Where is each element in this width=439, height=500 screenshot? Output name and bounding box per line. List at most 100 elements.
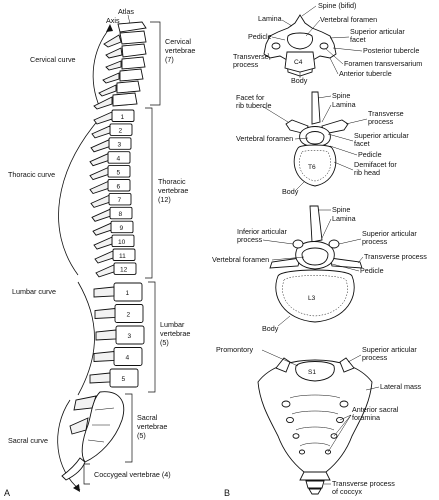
c4-spine-label: Spine (bifid)	[318, 1, 356, 10]
thoracic-spinous-process	[93, 236, 113, 250]
t6-foramen	[305, 131, 325, 145]
thoracic-spinous-process	[90, 139, 110, 153]
thoracic-spinous-process	[89, 153, 109, 167]
c4-superior-facet-label-1: Superior articular	[350, 27, 405, 36]
l3-spine	[309, 205, 323, 243]
l3-superior-articular-label-1: Superior articular	[362, 229, 417, 238]
l3-body-label: Body	[262, 324, 279, 333]
sacrum-superior-articular-label-2: process	[362, 353, 388, 362]
t6-body-text: T6	[308, 164, 316, 171]
cervical-curve-label: Cervical curve	[30, 55, 76, 64]
sacrum-anterior: S1	[257, 357, 373, 473]
c4-foramen-transversarium-label: Foramen transversarium	[344, 59, 422, 68]
thoracic-vertebra-number: 1	[121, 114, 125, 121]
sacrum-outline	[257, 359, 373, 473]
l3-body-text: L3	[308, 295, 316, 302]
sacral-region-name: Sacral	[137, 413, 158, 422]
t6-body-label: Body	[282, 187, 299, 196]
l3-body	[275, 269, 355, 323]
sacrum-lateral	[69, 391, 125, 463]
lumbar-spinous-process	[89, 372, 111, 384]
c4-body-text: C4	[294, 59, 303, 66]
l3-spine-label: Spine	[332, 205, 350, 214]
t6-spine	[311, 91, 321, 125]
t6-transverse-label-2: process	[368, 117, 394, 126]
lumbar-bracket	[148, 281, 156, 393]
lumbar-spinous-process	[94, 308, 116, 319]
thoracic-vertebra-number: 3	[118, 142, 122, 149]
sacrum-promontory-label: Promontory	[216, 345, 254, 354]
t6-facet-rib-label-2: rib tubercle	[236, 101, 272, 110]
l3-vertebral-foramen-label: Vertebral foramen	[212, 255, 269, 264]
sacral-bracket	[125, 393, 133, 463]
sacrum-s1-body	[295, 361, 335, 382]
c4-superior-facet-label-2: facet	[350, 35, 366, 44]
axis-label: Axis	[106, 16, 120, 25]
coccygeal-region-label: Coccygeal vertebrae (4)	[94, 470, 171, 479]
t6-superior-articular-label-2: facet	[354, 139, 370, 148]
sacrum-articular-right	[339, 357, 355, 373]
l3-foramen	[301, 247, 329, 266]
lumbar-region-count: (5)	[160, 338, 169, 347]
c4-lamina-label: Lamina	[258, 14, 282, 23]
c4-pedicle-label: Pedicle	[248, 32, 272, 41]
thoracic-vertebra-number: 9	[120, 225, 124, 232]
thoracic-curve-arrow	[58, 117, 101, 276]
sacrum-foramina-label-1: Anterior sacral	[352, 405, 399, 414]
c4-posterior-tubercle-label: Posterior tubercle	[363, 46, 419, 55]
sacral-region-count: (5)	[137, 431, 146, 440]
panel-label-a: A	[4, 488, 10, 498]
t6-pedicle-label: Pedicle	[358, 150, 382, 159]
thoracic-vertebra-number: 6	[117, 183, 121, 190]
lumbar-vertebra-number: 5	[122, 376, 126, 383]
t6-demifacet-label-2: rib head	[354, 168, 380, 177]
thoracic-vertebra-number: 12	[120, 267, 128, 274]
atlas-label: Atlas	[118, 7, 134, 16]
l3-pedicle-label: Pedicle	[360, 266, 384, 275]
l3-transverse-right	[329, 257, 363, 269]
lumbar-vertebra-number: 4	[126, 355, 130, 362]
sacral-curve-arrow	[57, 399, 81, 491]
t6-transverse-label-1: Transverse	[368, 109, 404, 118]
l3-inferior-articular	[292, 239, 304, 249]
cervical-bracket	[150, 21, 161, 106]
thoracic-spinous-process	[89, 180, 109, 195]
t6-vertebra: T6 Facet for rib tubercle Spine Lamina T…	[236, 91, 409, 196]
c4-foramen-transversarium-left	[271, 42, 281, 50]
coccyx-lateral	[61, 457, 86, 481]
lumbar-spinous-process	[93, 351, 115, 362]
lumbar-vertebra-number: 2	[127, 312, 131, 319]
sacrum-lateral-mass-label: Lateral mass	[380, 382, 422, 391]
thoracic-vertebra-number: 8	[119, 211, 123, 218]
l3-inferior-articular-label-2: process	[237, 235, 263, 244]
l3-transverse-label: Transverse process	[364, 252, 427, 261]
thoracic-vertebra-number: 2	[119, 128, 123, 135]
c4-vertebral-foramen-label: Vertebral foramen	[320, 15, 377, 24]
sacrum-foramina-label-2: foramina	[352, 413, 380, 422]
t6-spine-label: Spine	[332, 91, 350, 100]
c4-vertebra: C4 Spine (bifid) Lamina Vertebral forame…	[233, 1, 422, 85]
cervical-region-count: (7)	[165, 55, 174, 64]
coccyx-label-1: Transverse process	[332, 479, 395, 488]
lumbar-region-line2: vertebrae	[160, 329, 190, 338]
curve-arrowhead	[73, 484, 80, 492]
c4-body-label: Body	[291, 76, 308, 85]
sacrum-superior-articular-label-1: Superior articular	[362, 345, 417, 354]
thoracic-spinous-process	[90, 194, 110, 208]
lumbar-spinous-process	[93, 286, 115, 298]
coccyx-label-2: of coccyx	[332, 487, 362, 496]
thoracic-spinous-process	[95, 264, 115, 278]
c4-body	[284, 51, 316, 73]
cervical-region-name: Cervical	[165, 37, 191, 46]
thoracic-vertebra-number: 11	[119, 253, 126, 260]
panel-label-b: B	[224, 488, 230, 498]
l3-transverse-left	[269, 257, 301, 269]
thoracic-vertebra-number: 10	[118, 239, 126, 246]
thoracic-vertebra-number: 4	[117, 156, 121, 163]
curve-arrowhead	[106, 24, 113, 32]
spine-lateral-view: Cervical curve Thoracic curve Lumbar cur…	[4, 7, 195, 498]
lumbar-region-name: Lumbar	[160, 320, 185, 329]
sacrum-body-text: S1	[308, 369, 316, 376]
